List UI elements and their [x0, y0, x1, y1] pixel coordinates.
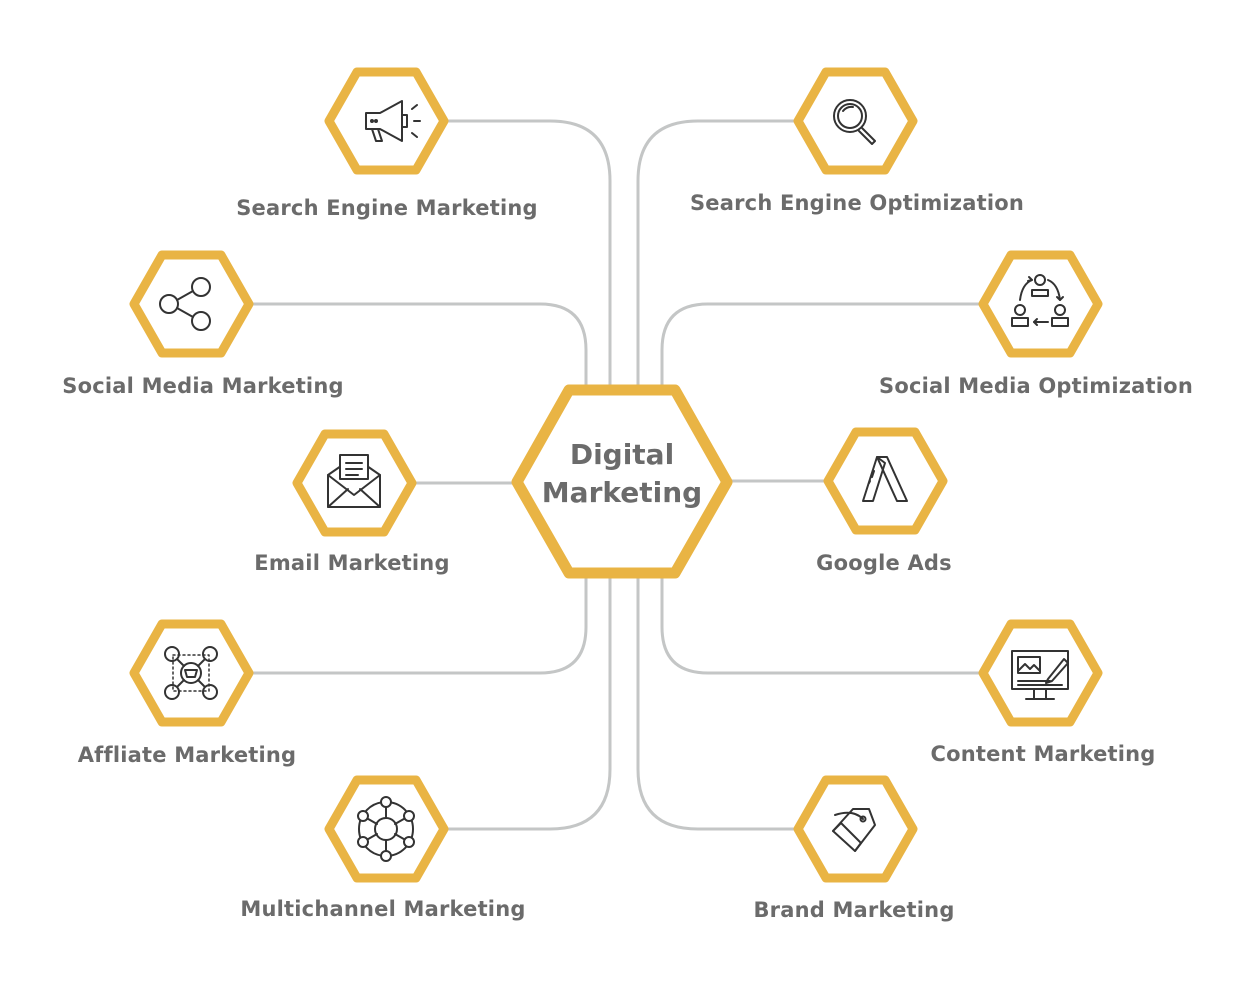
connector-affiliate: [252, 576, 588, 675]
monitor-pen-icon: [1011, 650, 1069, 700]
label-email-marketing: Email Marketing: [254, 551, 450, 575]
hex-gads: [823, 427, 948, 535]
hex-affiliate: [129, 619, 254, 727]
node-hexagons: [129, 67, 1103, 883]
connectors: [252, 119, 983, 831]
share-icon: [159, 277, 211, 331]
label-brand-marketing: Brand Marketing: [753, 898, 955, 922]
label-social-media-optimization: Social Media Optimization: [879, 374, 1193, 398]
connector-sem: [446, 119, 612, 385]
label-social-media-marketing: Social Media Marketing: [62, 374, 344, 398]
connector-content: [660, 576, 983, 675]
hex-seo: [793, 67, 918, 175]
hex-smo: [978, 250, 1103, 358]
label-content-marketing: Content Marketing: [930, 742, 1156, 766]
connector-seo: [636, 119, 798, 385]
label-google-ads: Google Ads: [816, 551, 952, 575]
center-title: Digital Marketing: [542, 436, 702, 512]
center-hexagon: [511, 384, 733, 579]
google-ads-icon: [862, 456, 908, 502]
center-title-line2: Marketing: [541, 476, 703, 509]
network-hub-icon: [357, 796, 415, 862]
hex-brand: [793, 775, 918, 883]
magnifier-icon: [833, 99, 876, 145]
hex-email: [292, 429, 417, 537]
connector-smo: [660, 302, 983, 388]
label-search-engine-marketing: Search Engine Marketing: [236, 196, 538, 220]
hex-smm: [129, 250, 254, 358]
hex-sem: [324, 67, 449, 175]
envelope-icon: [327, 454, 381, 508]
people-cycle-icon: [1011, 274, 1069, 327]
center-title-line1: Digital: [569, 438, 675, 471]
megaphone-icon: [365, 100, 421, 142]
label-affiliate-marketing: Affliate Marketing: [77, 743, 297, 767]
connector-smm: [252, 302, 588, 388]
connector-brand: [636, 578, 798, 831]
affiliate-network-icon: [164, 646, 218, 700]
price-tag-icon: [832, 808, 876, 852]
connector-multichannel: [446, 578, 612, 831]
label-search-engine-optimization: Search Engine Optimization: [689, 191, 1025, 215]
label-multichannel-marketing: Multichannel Marketing: [240, 897, 526, 921]
